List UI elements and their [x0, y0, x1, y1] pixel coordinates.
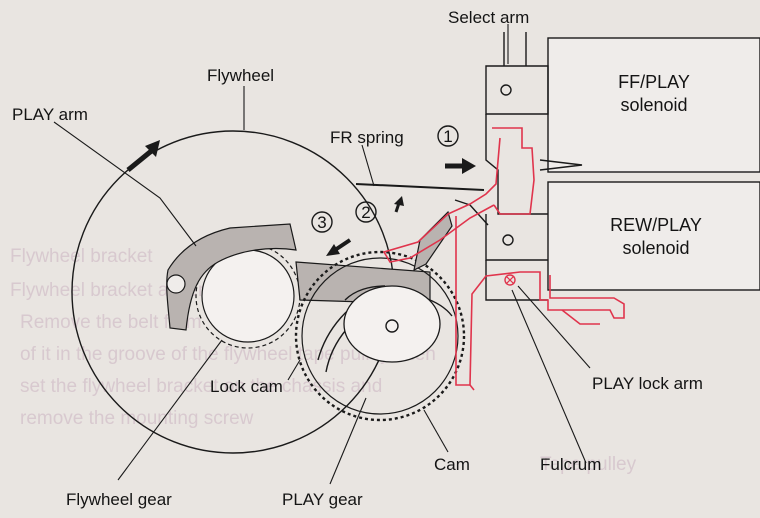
step2-circle [355, 201, 377, 223]
ff-play-solenoid-label-2: solenoid [620, 95, 687, 115]
select-arm-block [454, 32, 583, 301]
play-gear-label: PLAY gear [282, 490, 363, 509]
fulcrum-marker [504, 274, 516, 286]
ghost-line-4: of it in the groove of the flywheel tape… [20, 344, 436, 365]
fr-spring-bar [355, 183, 485, 191]
step2-arrowhead [394, 196, 404, 206]
lock-cam-lever [413, 210, 453, 272]
cam [343, 285, 441, 363]
step1-arrowhead [462, 158, 476, 174]
background-bleed-text: Flywheel bracket Flywheel bracket assemb… [10, 246, 637, 475]
ghost-line-6: remove the mounting screw [20, 408, 254, 429]
play-arm-label: PLAY arm [12, 105, 88, 124]
ff-play-solenoid-label-1: FF/PLAY [618, 72, 690, 92]
lock-cam-label: Lock cam [210, 377, 283, 396]
step1-label: 1 [443, 127, 452, 146]
select-arm-label: Select arm [448, 8, 529, 27]
play-lock-arm-label: PLAY lock arm [592, 374, 703, 393]
rew-play-solenoid: REW/PLAY solenoid [547, 181, 760, 291]
flywheel-label: Flywheel [207, 66, 274, 85]
step3-arrowhead [326, 244, 340, 256]
play-arm-shape [166, 223, 297, 331]
step1-circle [437, 125, 459, 147]
callout-labels: Select arm Flywheel PLAY arm FR spring L… [12, 8, 703, 509]
play-arm-pivot [166, 274, 186, 294]
fulcrum-label: Fulcrum [540, 455, 601, 474]
step-markers: 1 2 3 [311, 125, 459, 233]
step3-label: 3 [317, 213, 326, 232]
flywheel-rotation-arrowhead [145, 140, 160, 157]
rew-play-solenoid-label-1: REW/PLAY [610, 215, 702, 235]
ghost-line-7: Tape pulley [540, 454, 637, 475]
step3-circle [311, 211, 333, 233]
fr-spring-label: FR spring [330, 128, 404, 147]
ghost-line-5: set the flywheel bracket on the chassis … [20, 376, 382, 397]
step2-label: 2 [361, 203, 370, 222]
ghost-line-1: Flywheel bracket [10, 246, 153, 267]
motion-arrows [126, 140, 476, 256]
flywheel-gear-label: Flywheel gear [66, 490, 172, 509]
cam-label: Cam [434, 455, 470, 474]
rew-play-solenoid-label-2: solenoid [622, 238, 689, 258]
ghost-line-3: Remove the belt from [20, 312, 202, 333]
leader-lines [53, 24, 591, 485]
red-linkage [382, 127, 625, 391]
ff-play-solenoid: FF/PLAY solenoid [547, 37, 760, 173]
